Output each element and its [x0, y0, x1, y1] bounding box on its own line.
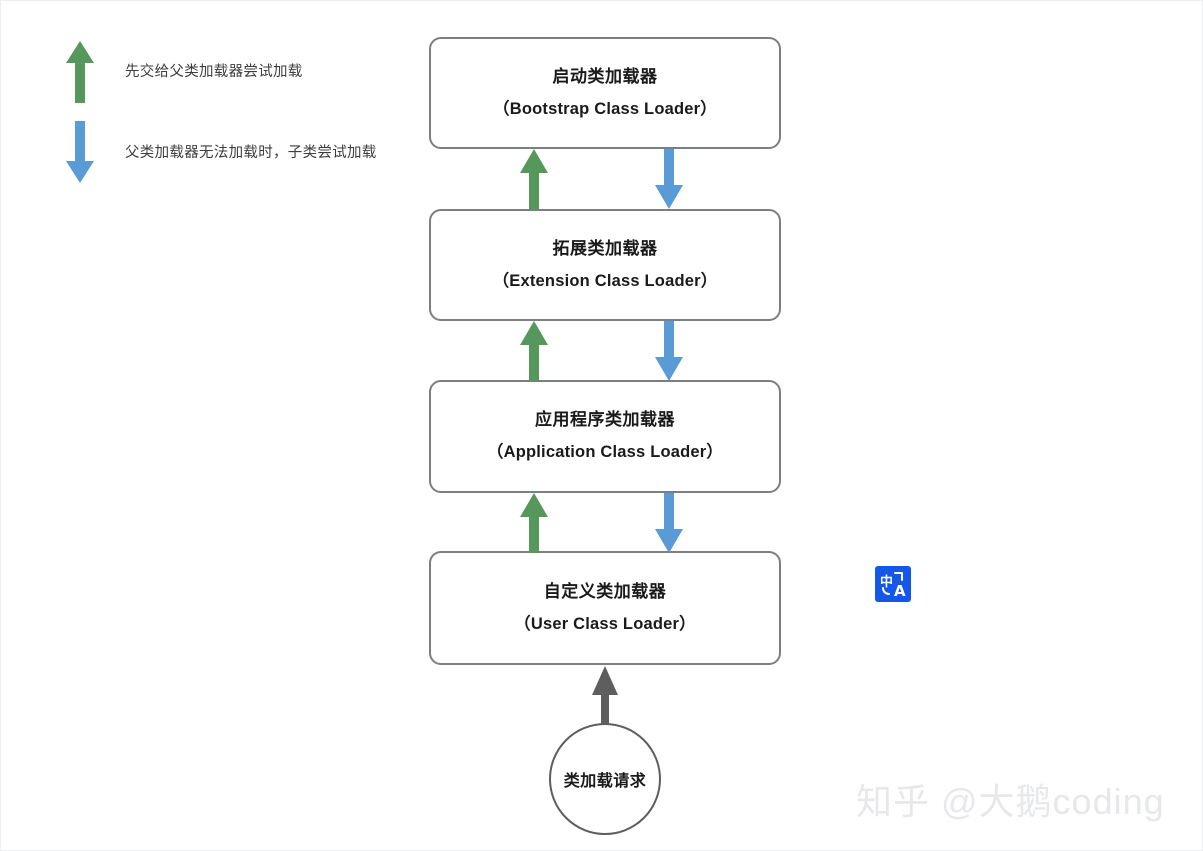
class-load-request-node: 类加载请求 [549, 723, 661, 835]
loader-box-application-cn: 应用程序类加载器 [535, 410, 675, 430]
loader-box-extension-en: （Extension Class Loader） [492, 271, 718, 290]
arrow-up-icon [66, 41, 94, 103]
svg-text:中: 中 [880, 574, 893, 590]
legend-item-up: 先交给父类加载器尝试加载 [63, 39, 303, 105]
watermark: 知乎 @大鹅coding [856, 781, 1165, 822]
loader-box-bootstrap-en: （Bootstrap Class Loader） [493, 99, 717, 118]
legend-label-down: 父类加载器无法加载时，子类尝试加载 [125, 145, 377, 162]
loader-box-extension: 拓展类加载器 （Extension Class Loader） [429, 209, 781, 321]
fallback-down-arrow-application-to-user [655, 493, 683, 553]
class-load-request-label: 类加载请求 [563, 773, 647, 790]
loader-box-bootstrap: 启动类加载器 （Bootstrap Class Loader） [429, 37, 781, 149]
delegate-up-arrow-user-to-application [520, 493, 548, 553]
delegate-up-arrow-application-to-extension [520, 321, 548, 381]
loader-box-bootstrap-cn: 启动类加载器 [552, 66, 658, 86]
class-load-request-arrow-icon [592, 666, 618, 726]
loader-box-user-cn: 自定义类加载器 [543, 581, 667, 601]
translate-icon-glyphs: 中 A [880, 572, 906, 600]
loader-box-user-en: （User Class Loader） [514, 614, 696, 633]
svg-text:A: A [894, 582, 906, 600]
loader-box-user: 自定义类加载器 （User Class Loader） [429, 551, 781, 665]
delegate-up-arrow-extension-to-bootstrap [520, 149, 548, 209]
fallback-down-arrow-extension-to-application [655, 321, 683, 381]
legend-item-down: 父类加载器无法加载时，子类尝试加载 [63, 119, 377, 185]
loader-box-extension-cn: 拓展类加载器 [552, 238, 658, 258]
loader-box-application-en: （Application Class Loader） [486, 443, 724, 462]
fallback-down-arrow-bootstrap-to-extension [655, 149, 683, 209]
loader-box-application: 应用程序类加载器 （Application Class Loader） [429, 380, 781, 493]
translate-icon[interactable]: 中 A [875, 566, 911, 602]
arrow-down-icon [66, 121, 94, 183]
legend-label-up: 先交给父类加载器尝试加载 [125, 64, 303, 81]
